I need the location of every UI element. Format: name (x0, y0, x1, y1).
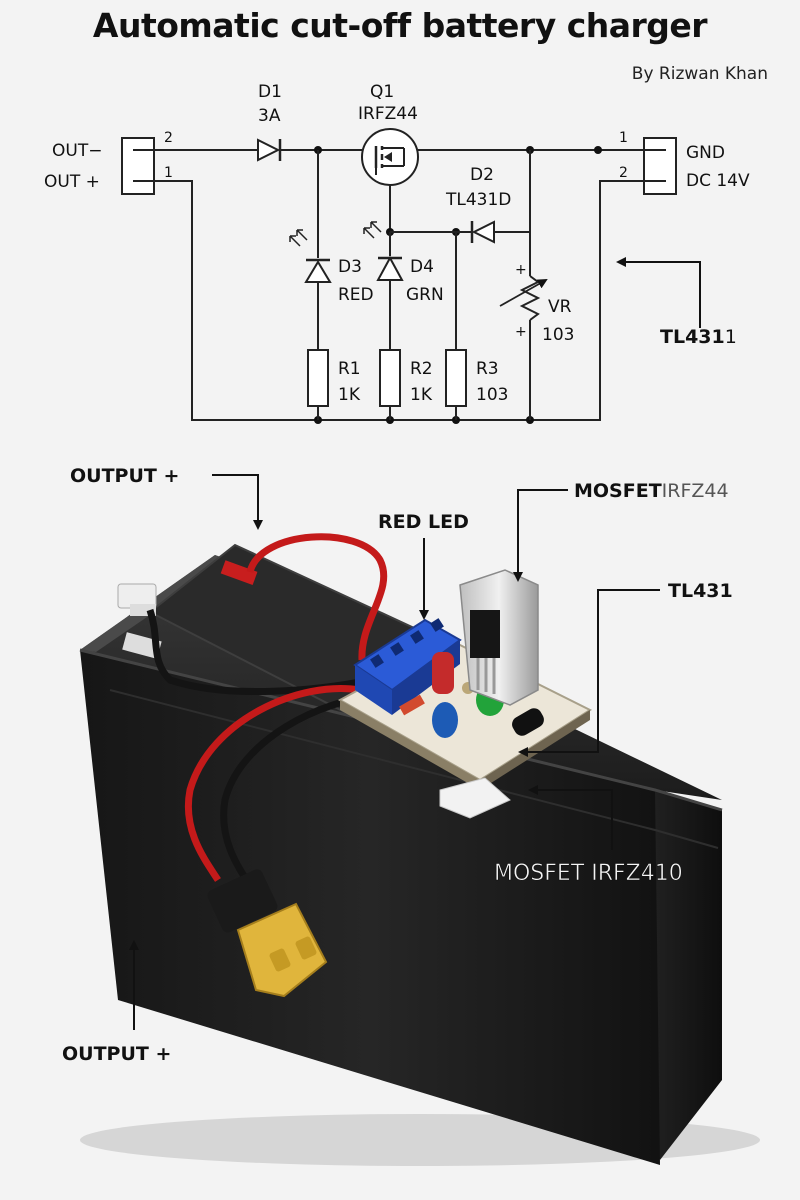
red-wire-long (184, 685, 361, 882)
svg-text:MOSFETIRFZ44: MOSFETIRFZ44 (574, 480, 729, 502)
d1-value: 3A (258, 106, 281, 126)
d3-name: D3 (338, 257, 362, 277)
right-pin-1: 1 (619, 130, 628, 146)
left-connector: 2 1 OUT− OUT + (44, 130, 173, 195)
d2-value: TL431D (445, 190, 511, 210)
potentiometer-vr: + + VR 103 (499, 262, 574, 345)
resistor-r2: R2 1K (379, 349, 433, 407)
red-led-label: RED LED (378, 511, 469, 533)
battery-illustration (79, 533, 760, 1166)
d4-name: D4 (410, 257, 434, 277)
gnd-label: GND (686, 143, 725, 163)
q1-value: IRFZ44 (358, 104, 418, 124)
r2-name: R2 (410, 359, 433, 379)
diode-d1: D1 3A (257, 82, 282, 162)
r1-value: 1K (338, 385, 361, 405)
output-plus-bottom-label: OUTPUT + (62, 1043, 171, 1065)
schematic: 2 1 OUT− OUT + 1 2 GND DC 14V D1 3A (44, 82, 750, 424)
jst-connector (117, 583, 162, 659)
d3-value: RED (338, 285, 374, 305)
photo-labels: OUTPUT + RED LED MOSFETIRFZ44 TL431 MOSF… (62, 465, 733, 1065)
r3-name: R3 (476, 359, 499, 379)
svg-text:+: + (515, 324, 527, 340)
red-led-component (432, 652, 454, 694)
led-d3: D3 RED (289, 229, 374, 305)
right-connector: 1 2 GND DC 14V (619, 130, 750, 195)
tl431-label: TL431 (668, 580, 733, 602)
author-credit: By Rizwan Khan (631, 64, 768, 84)
vr-value: 103 (542, 325, 574, 345)
capacitor (432, 702, 458, 738)
mosfet-bottom-label: MOSFET IRFZ410 (494, 861, 683, 886)
r2-value: 1K (410, 385, 433, 405)
out-plus-label: OUT + (44, 172, 100, 192)
positive-terminal (220, 560, 258, 586)
battery-front (80, 650, 660, 1165)
r3-value: 103 (476, 385, 508, 405)
out-minus-label: OUT− (52, 141, 102, 161)
red-wire-top (246, 533, 388, 661)
d2-name: D2 (470, 165, 494, 185)
tl431-component (512, 708, 544, 736)
tl431-callout-label: TL431 (660, 326, 725, 348)
mosfet-top-part: IRFZ44 (662, 480, 729, 502)
controller-pcb (337, 569, 593, 790)
vr-name: VR (548, 297, 572, 317)
left-pin-1: 1 (164, 165, 173, 181)
svg-text:+: + (515, 262, 527, 278)
mosfet-top-label: MOSFET (574, 480, 662, 502)
svg-text:TL4311: TL4311 (660, 326, 737, 348)
resistor-r3: R3 103 (445, 349, 508, 407)
left-pin-2: 2 (164, 130, 173, 146)
resistor-r1: R1 1K (307, 349, 361, 407)
r1-name: R1 (338, 359, 361, 379)
tl431-d2: D2 TL431D (445, 165, 511, 244)
tl431-callout-suffix: 1 (725, 326, 737, 348)
mount-block (439, 777, 511, 819)
battery-side (655, 790, 722, 1160)
q1-name: Q1 (370, 82, 394, 102)
dc-14v-label: DC 14V (686, 171, 750, 191)
d4-value: GRN (406, 285, 444, 305)
right-pin-2: 2 (619, 165, 628, 181)
mosfet-q1: Q1 IRFZ44 (358, 82, 419, 186)
tl431-callout: TL4311 (616, 257, 737, 348)
output-plus-top-label: OUTPUT + (70, 465, 179, 487)
led-d4: D4 GRN (363, 221, 444, 305)
xt60-connector (207, 869, 328, 998)
d1-name: D1 (258, 82, 282, 102)
mosfet-body (470, 610, 500, 658)
page-title: Automatic cut-off battery charger (92, 6, 708, 45)
